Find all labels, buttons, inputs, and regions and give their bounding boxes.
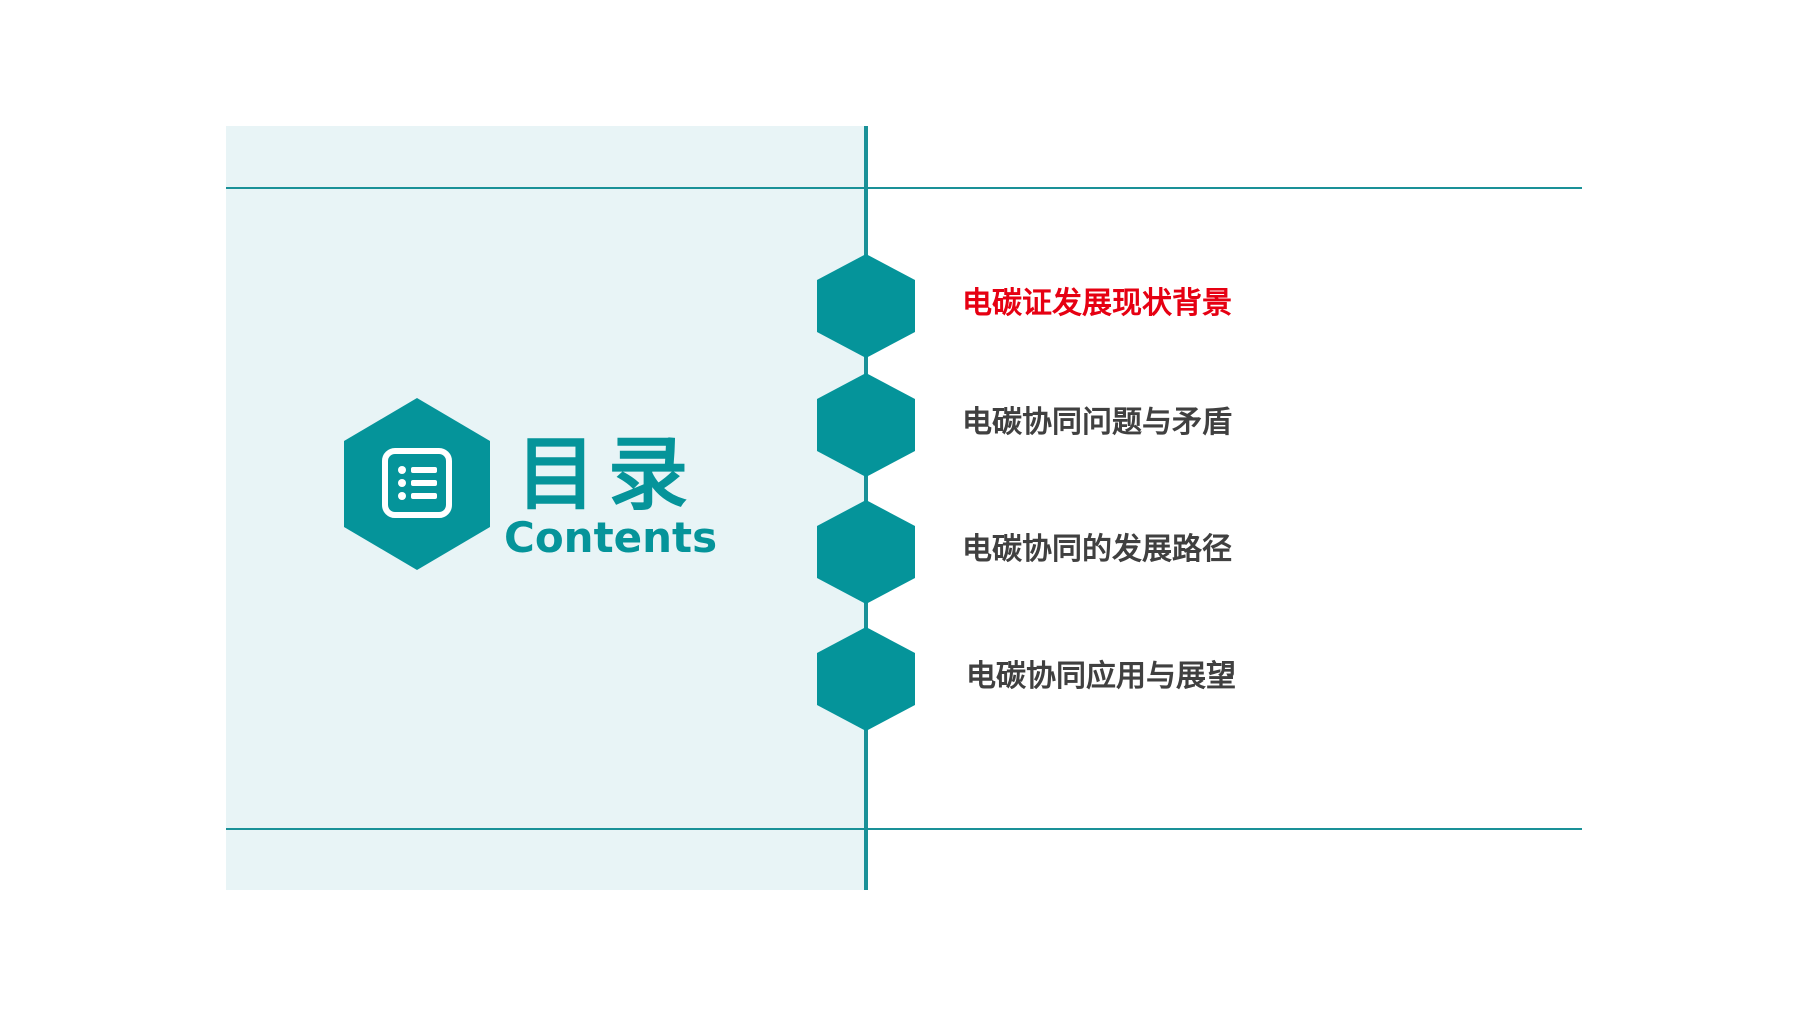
toc-item-4[interactable]: 电碳协同应用与展望 xyxy=(966,659,1236,694)
page-title: 目录 xyxy=(516,428,700,521)
list-icon xyxy=(382,448,452,518)
toc-item-1[interactable]: 电碳证发展现状背景 xyxy=(962,286,1232,321)
left-panel xyxy=(226,126,866,890)
page-subtitle: Contents xyxy=(504,513,718,562)
toc-item-3[interactable]: 电碳协同的发展路径 xyxy=(962,532,1232,567)
toc-item-2[interactable]: 电碳协同问题与矛盾 xyxy=(962,405,1232,440)
top-divider xyxy=(226,187,1582,189)
bottom-divider xyxy=(226,828,1582,830)
